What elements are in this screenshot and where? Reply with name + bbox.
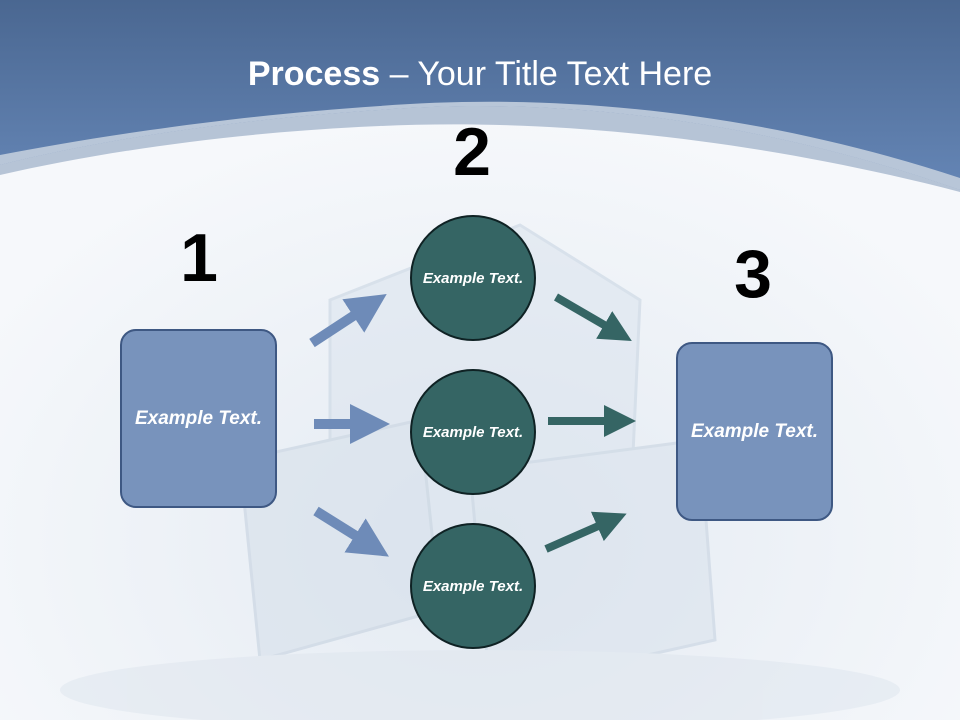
circle-bottom-text: Example Text. <box>422 577 524 595</box>
left-process-box: Example Text. <box>120 329 277 508</box>
arrow-top-to-right <box>553 293 632 342</box>
process-circle-top: Example Text. <box>410 215 536 341</box>
arrow-left-to-top <box>309 294 387 348</box>
header-band <box>0 0 960 190</box>
circle-middle-text: Example Text. <box>422 423 524 441</box>
step-number-2: 2 <box>453 114 491 190</box>
process-circle-middle: Example Text. <box>410 369 536 495</box>
step-number-1: 1 <box>180 220 218 296</box>
arrow-left-to-bottom <box>313 506 389 557</box>
slide-title: Process – Your Title Text Here <box>0 52 960 96</box>
circle-top-text: Example Text. <box>422 269 524 287</box>
left-box-text: Example Text. <box>134 408 263 429</box>
right-box-text: Example Text. <box>690 421 819 442</box>
title-rest: – Your Title Text Here <box>380 55 713 93</box>
right-process-box: Example Text. <box>676 342 833 521</box>
arrow-bottom-to-right <box>544 511 627 553</box>
title-bold: Process <box>247 55 381 93</box>
step-number-3: 3 <box>734 236 772 312</box>
process-circle-bottom: Example Text. <box>410 523 536 649</box>
